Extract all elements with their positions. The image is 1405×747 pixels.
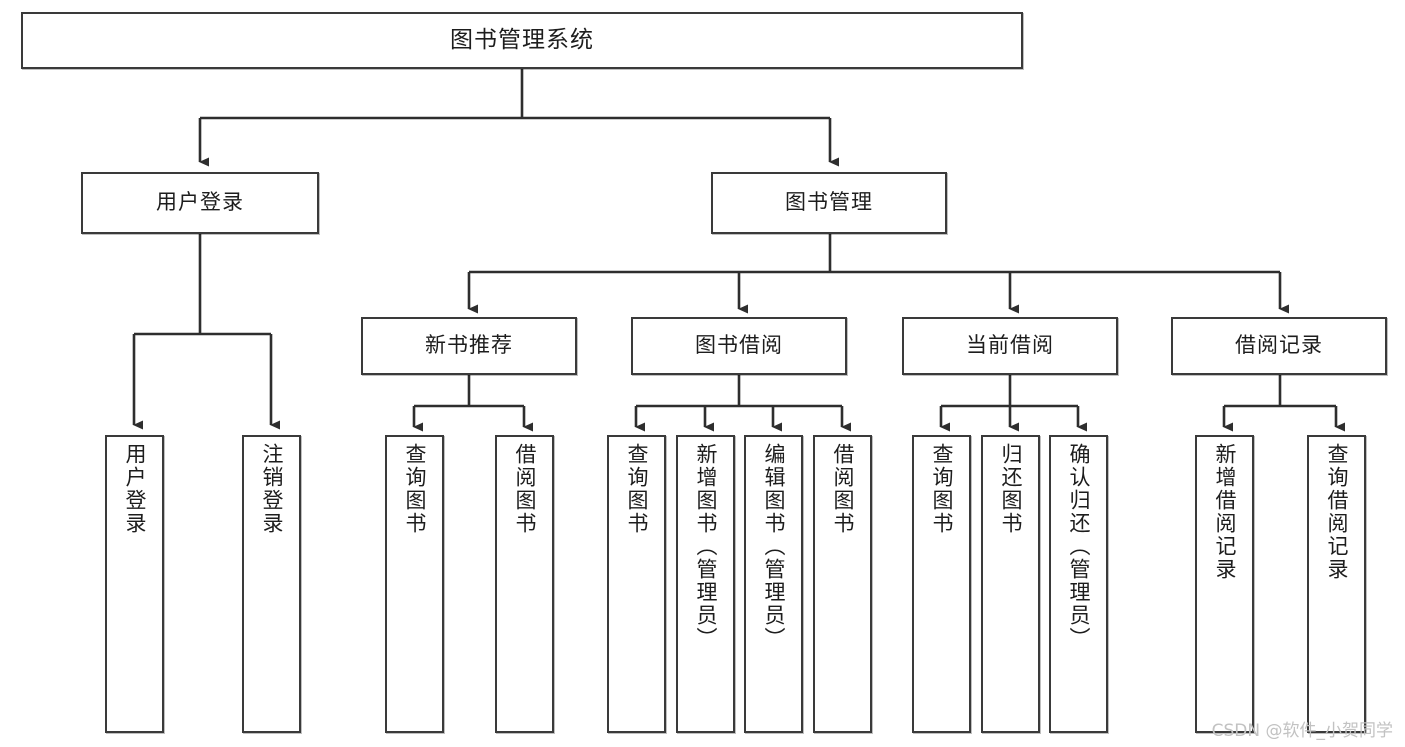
node-label: 图书管理 — [785, 190, 873, 215]
leaf-user-login[interactable]: 用户登录 — [105, 435, 164, 733]
node-label: 用户登录 — [156, 190, 244, 215]
node-label: 新书推荐 — [425, 333, 513, 358]
node-current-borrowing[interactable]: 当前借阅 — [902, 317, 1118, 375]
node-user-login[interactable]: 用户登录 — [81, 172, 319, 234]
node-book-management[interactable]: 图书管理 — [711, 172, 947, 234]
leaf-edit-book-admin[interactable]: 编辑图书（管理员） — [744, 435, 803, 733]
node-label: 注销登录 — [259, 443, 284, 535]
csdn-watermark: CSDN @软件_小贺同学 — [1211, 721, 1393, 741]
node-label: 当前借阅 — [966, 333, 1054, 358]
leaf-query-borrow-record[interactable]: 查询借阅记录 — [1307, 435, 1366, 733]
node-label: 查询图书 — [402, 443, 427, 535]
node-label: 查询借阅记录 — [1324, 443, 1349, 581]
node-label: 图书管理系统 — [450, 26, 594, 53]
node-root-library-system[interactable]: 图书管理系统 — [21, 12, 1023, 69]
node-label: 借阅图书 — [830, 443, 855, 535]
node-label: 新增借阅记录 — [1212, 443, 1237, 581]
leaf-query-book-current[interactable]: 查询图书 — [912, 435, 971, 733]
node-label: 查询图书 — [624, 443, 649, 535]
node-label: 图书借阅 — [695, 333, 783, 358]
node-label: 确认归还（管理员） — [1066, 443, 1091, 650]
node-label: 借阅图书 — [512, 443, 537, 535]
leaf-add-book-admin[interactable]: 新增图书（管理员） — [676, 435, 735, 733]
leaf-return-book[interactable]: 归还图书 — [981, 435, 1040, 733]
leaf-query-book-new[interactable]: 查询图书 — [385, 435, 444, 733]
node-borrow-records[interactable]: 借阅记录 — [1171, 317, 1387, 375]
leaf-add-borrow-record[interactable]: 新增借阅记录 — [1195, 435, 1254, 733]
node-new-book-recommend[interactable]: 新书推荐 — [361, 317, 577, 375]
node-label: 借阅记录 — [1235, 333, 1323, 358]
leaf-borrow-book[interactable]: 借阅图书 — [813, 435, 872, 733]
node-label: 归还图书 — [998, 443, 1023, 535]
node-label: 编辑图书（管理员） — [761, 443, 786, 650]
node-book-borrowing[interactable]: 图书借阅 — [631, 317, 847, 375]
node-label: 用户登录 — [122, 443, 147, 535]
node-label: 查询图书 — [929, 443, 954, 535]
leaf-query-book-borrow[interactable]: 查询图书 — [607, 435, 666, 733]
leaf-borrow-book-new[interactable]: 借阅图书 — [495, 435, 554, 733]
leaf-logout[interactable]: 注销登录 — [242, 435, 301, 733]
leaf-confirm-return-admin[interactable]: 确认归还（管理员） — [1049, 435, 1108, 733]
node-label: 新增图书（管理员） — [693, 443, 718, 650]
